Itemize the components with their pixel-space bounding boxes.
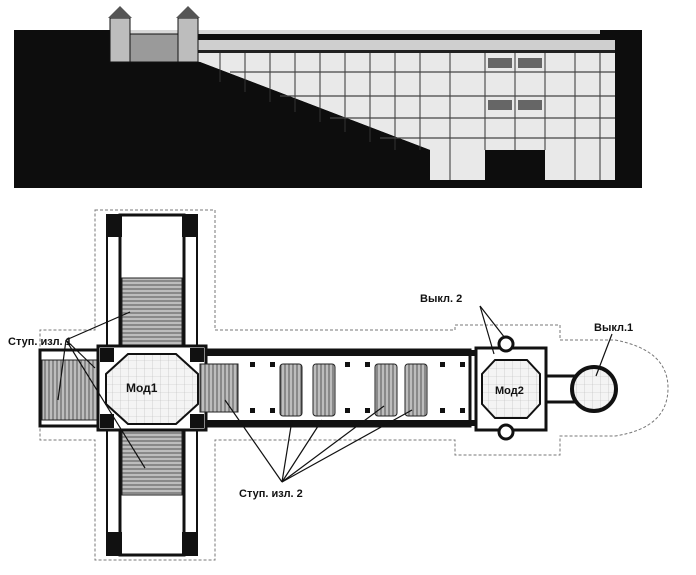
stair-corridor-2 — [279, 363, 303, 417]
stair-corridor-4 — [374, 363, 398, 417]
stair-south — [121, 424, 183, 496]
stair-corridor-3 — [312, 363, 336, 417]
stair-north — [121, 277, 183, 349]
round-room — [570, 365, 618, 413]
label-mod-2: Мод2 — [495, 385, 524, 397]
leader-lines — [57, 305, 613, 483]
floor-plan — [38, 209, 669, 561]
label-stup-izl-2: Ступ. изл. 2 — [239, 488, 303, 500]
label-vykl-2: Выкл. 2 — [420, 293, 462, 305]
label-stup-izl-1: Ступ. изл. 1 — [8, 336, 72, 348]
stair-corridor-1 — [199, 363, 239, 413]
module-1 — [96, 344, 208, 432]
section-elevation — [14, 6, 642, 188]
module-2 — [474, 335, 548, 441]
stair-west — [41, 359, 99, 421]
stair-corridor-5 — [404, 363, 428, 417]
label-vykl-1: Выкл.1 — [594, 322, 633, 334]
label-mod-1: Мод1 — [126, 381, 158, 395]
